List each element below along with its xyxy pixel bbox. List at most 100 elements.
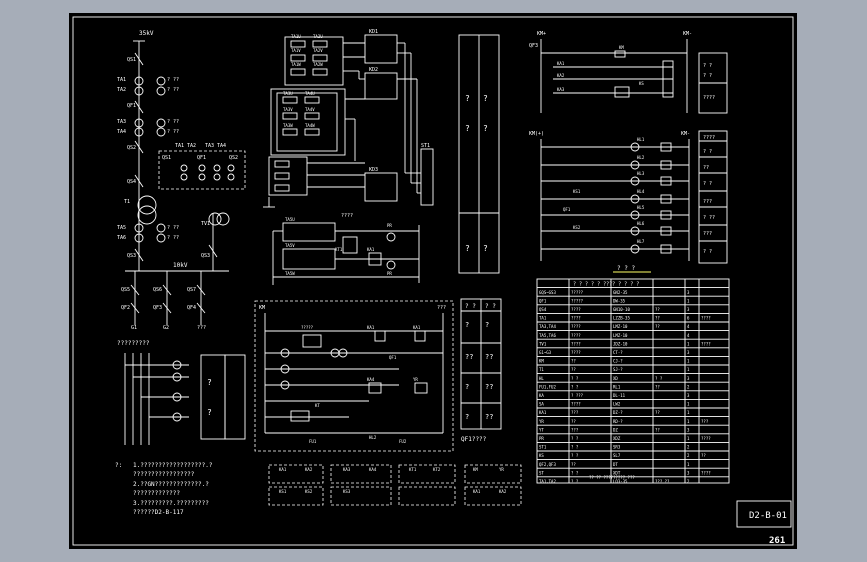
relay-small-table: ? ? ? ? ? ? ?? ?? ? ?? ? ?? QF1???? [460,298,502,443]
small-table-cell: ? [465,383,469,391]
notes-line: 1.??????????????????.? [133,462,213,469]
svg-text:KA2: KA2 [305,467,313,472]
inner-frame [72,16,794,546]
bom-cell: ????? [571,290,584,295]
bom-cell: ? ? [571,453,579,458]
svg-text:KA1: KA1 [473,489,481,494]
svg-text:?: ? [465,94,470,103]
svg-text:KA1: KA1 [367,325,375,330]
notes-line: 2.??GN?????????????.? [133,481,209,488]
svg-text:?: ? [483,94,488,103]
bom-cell: ???? [701,341,711,346]
svg-text:KA1: KA1 [367,247,375,252]
bom-cell: TV1 [539,341,547,346]
small-table-header: ? ? [485,303,496,310]
small-table-cell: ? [465,321,469,329]
drawing-number: D2-B-01 [749,511,787,521]
page-number: 261 [769,536,785,546]
bom-cell: ?? [571,419,576,424]
svg-text:QS5: QS5 [121,287,130,293]
svg-text:TA6: TA6 [117,235,126,241]
svg-text:KA4: KA4 [367,377,375,382]
bom-cell: ?? [655,384,660,389]
isolator-qs4-symbol [134,174,144,188]
bom-cell: 1 [687,436,690,441]
svg-text:YR: YR [499,467,504,472]
notes-line: ????????????????? [133,471,195,478]
bom-cell: ?? [571,462,576,467]
svg-text:T1: T1 [124,199,130,205]
drawing-number-box [736,500,792,528]
bom-cell: QF1 [539,298,547,303]
svg-text:KM: KM [259,305,265,311]
svg-text:TA1: TA1 [117,77,126,83]
right-side-tables: ? ? ? ? ???? ???? ? ? ?? ? ? ??? ? ?? ??… [698,52,728,264]
svg-text:KS2: KS2 [573,225,581,230]
svg-text:QF1: QF1 [389,355,397,360]
svg-text:TA5: TA5 [117,225,126,231]
bom-cell: ? ? [571,376,579,381]
bom-cell: LQ3-35 [613,479,628,484]
bom-cell: ?? [655,410,660,415]
svg-text:TA1V: TA1V [291,48,301,53]
svg-text:QF1: QF1 [563,207,571,212]
unknown-label: ? ?? [167,87,179,93]
bom-cell: 1 [687,341,690,346]
isolator-qs3-symbol [134,248,144,262]
bom-cell: KS [539,453,544,458]
bom-cell: 2 [687,479,690,484]
dashed-block-note: ????? [301,325,314,330]
svg-text:TA2: TA2 [117,87,126,93]
small-table-cell: ? [485,321,489,329]
small-panel-box-1 [200,354,226,440]
svg-text:TA1W: TA1W [291,62,301,67]
bom-cell: 3 [687,470,690,475]
protection-dashed-box [158,150,246,190]
svg-text:TA4V: TA4V [305,107,315,112]
svg-text:HL5: HL5 [637,205,645,210]
svg-text:QF2: QF2 [121,305,130,311]
bom-cell: ? ? [571,384,579,389]
bom-cell: ? ? [571,470,579,475]
bom-cell: 1 [687,419,690,424]
svg-text:TA5V: TA5V [285,243,295,248]
svg-text:KD3: KD3 [369,167,378,173]
bom-cell: LZZB-35 [613,316,630,321]
control-dashed-block: KM ??? ????? KA1 KA1 QF1 KA4 YR KT FU1 F… [254,300,454,452]
protection-label: TA3 TA4 [205,143,226,149]
svg-text:KT1: KT1 [335,247,343,252]
bom-cell: ???? [571,333,581,338]
svg-text:TA3: TA3 [117,119,126,125]
bom-cell: DT [613,462,618,467]
unknown-label: ? ?? [167,225,179,231]
svg-text:TV1: TV1 [201,221,210,227]
relay-kd3 [364,172,398,202]
svg-text:QF4: QF4 [187,305,196,311]
bom-cell: ? ? [655,376,663,381]
feeder-label: ??? [197,325,206,331]
bom-cell: ?? [571,359,576,364]
small-panel: ????????? ? ? [117,340,246,445]
svg-text:HL2: HL2 [369,435,377,440]
schematic-drawing: 35kV T1 QS1 TA1 TA2 QF1 TA3 TA4 QS2 [72,16,794,546]
side-table-cell: ? ? [703,249,712,255]
bom-cell: YR [539,419,544,424]
svg-text:TA5W: TA5W [285,271,295,276]
lower-circuit-label: ???? [341,213,353,219]
bom-cell: 1 [687,462,690,467]
svg-text:TA4W: TA4W [305,123,315,128]
side-table-cell: ? ?? [703,215,715,221]
small-table-cell: ?? [465,353,473,361]
bom-cell: XDT [613,470,621,475]
side-table-cell: ???? [703,95,715,101]
bom-cell: ?? [701,453,706,458]
bom-cell: 1 [687,410,690,415]
bom-table: ? ? ? ? ? ???? ? ? ? ?GQS~GS3?????GN2-35… [536,278,730,484]
svg-text:KA1: KA1 [279,467,287,472]
protection-label: QS1 [162,155,171,161]
svg-text:QS1: QS1 [127,57,136,63]
svg-text:KA2: KA2 [499,489,507,494]
bom-cell: G1~G3 [539,350,552,355]
svg-text:KS: KS [639,81,644,86]
